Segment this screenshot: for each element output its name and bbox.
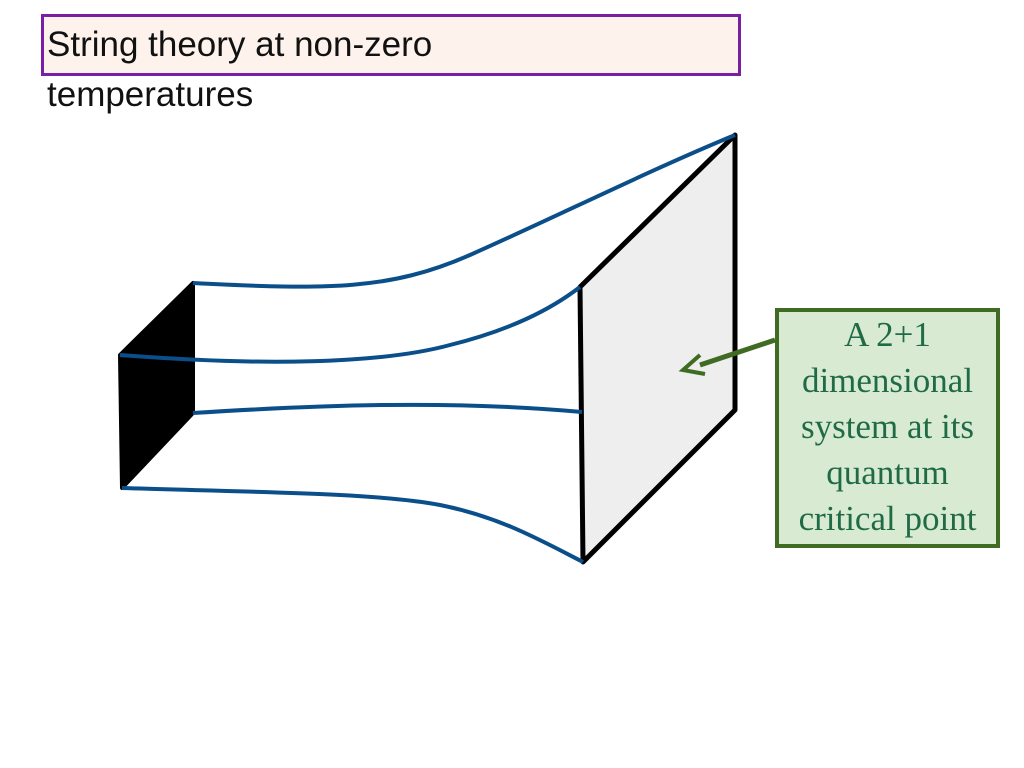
string-line-top-front [119, 285, 582, 364]
callout-line-3: system at its [800, 407, 975, 446]
callout-line-1: A 2+1 [844, 315, 931, 354]
boundary-face [577, 132, 738, 565]
string-line-top-back [192, 133, 736, 289]
string-line-bottom-front [121, 486, 584, 564]
callout-box [775, 308, 1000, 548]
callout-line-2: dimensional [801, 361, 974, 400]
small-face [118, 281, 195, 490]
slide-title: String theory at non-zero temperatures [47, 25, 433, 114]
callout-arrow-line [699, 337, 776, 368]
callout-arrow-head [678, 353, 706, 376]
callout-line-4: quantum [826, 453, 949, 492]
string-line-bottom-back [192, 402, 583, 415]
title-box [41, 14, 741, 76]
callout-line-5: critical point [798, 499, 977, 538]
callout-text: A 2+1 dimensional system at its quantum … [779, 312, 996, 542]
